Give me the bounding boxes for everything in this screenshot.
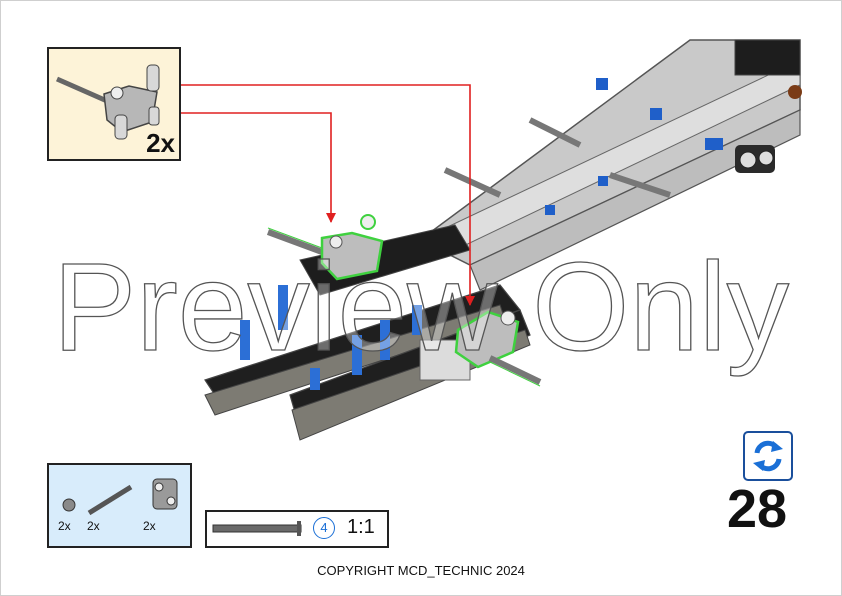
axle-quantity: 2x	[87, 519, 100, 533]
watermark-text: Preview Only	[53, 238, 790, 377]
bushing-icon	[62, 498, 76, 512]
axle-scale-icon	[212, 521, 302, 536]
chassis-upper	[418, 39, 802, 291]
connector-assembly-icon	[55, 64, 160, 140]
new-part-right	[454, 310, 542, 387]
axle-scale-label: 1:1	[347, 516, 375, 538]
subassembly-callout: 2x	[47, 47, 181, 161]
assembly-arrows	[180, 84, 475, 306]
callout-quantity: 2x	[146, 128, 175, 158]
step-number: 28	[727, 479, 788, 539]
bushing-quantity: 2x	[58, 519, 71, 533]
copyright-text: COPYRIGHT MCD_TECHNIC 2024	[317, 563, 525, 578]
axle-icon	[87, 484, 133, 516]
cross-connector-icon	[152, 478, 178, 510]
rotate-icon	[753, 440, 783, 472]
parts-list: 2x 2x 2x	[47, 463, 192, 548]
axle-length-callout: 4 1:1	[205, 510, 389, 548]
connector-quantity: 2x	[143, 519, 156, 533]
axle-length-badge: 4	[313, 517, 335, 539]
rotate-model-button[interactable]	[743, 431, 793, 481]
parts-icons	[62, 478, 178, 516]
new-part-left	[266, 214, 384, 281]
